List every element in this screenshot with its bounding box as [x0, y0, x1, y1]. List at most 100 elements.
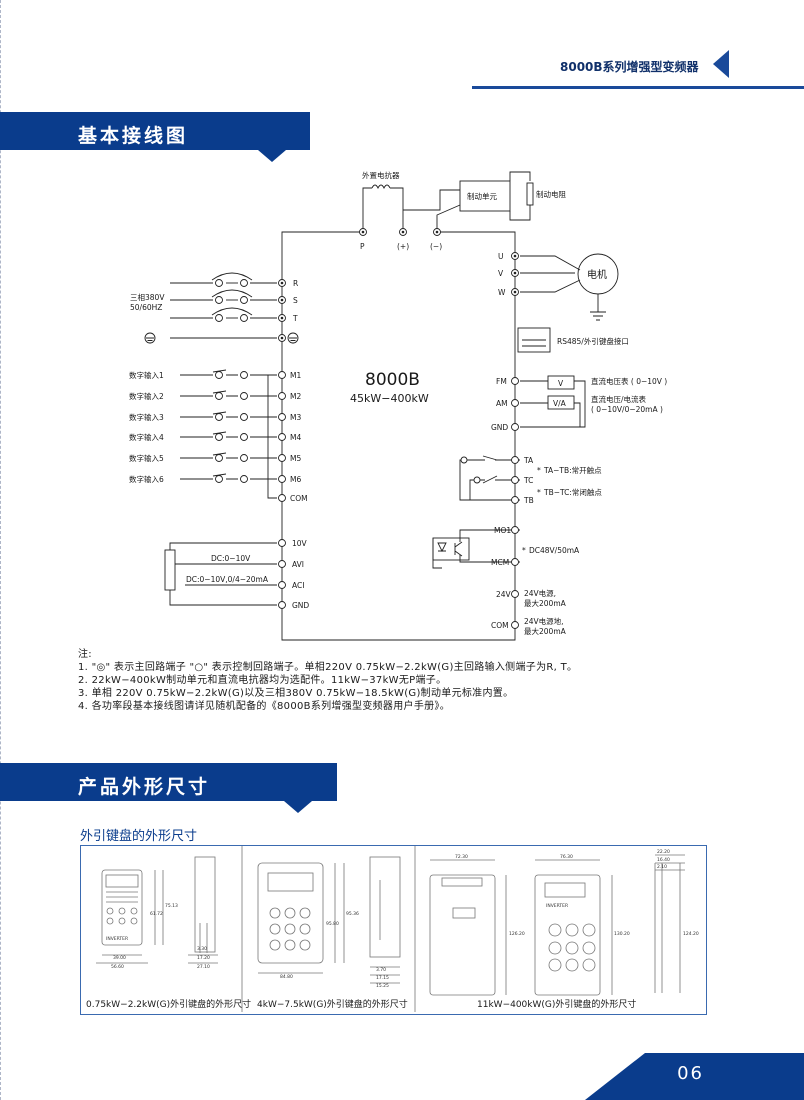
terminal-mo1: MO1 — [494, 526, 511, 535]
mo-rating-label: DC48V/50mA — [529, 546, 580, 555]
dim-label: 84.80 — [280, 974, 293, 980]
supply-24v-limit: 最大200mA — [524, 598, 567, 608]
terminal-label: GND — [292, 601, 309, 610]
reactor-label: 外置电抗器 — [362, 170, 400, 180]
meter-v-label: V — [558, 379, 564, 388]
terminal-label: M6 — [290, 475, 301, 484]
terminal-minus: (−) — [430, 242, 442, 251]
dim-label: 61.72 — [150, 911, 163, 917]
relay-no-label: TA−TB:常开触点 — [543, 465, 602, 475]
terminal-v: V — [498, 269, 504, 278]
terminal-label: COM — [290, 494, 308, 503]
dimensions-subtitle: 外引键盘的外形尺寸 — [80, 829, 198, 844]
keypad-brand-label: INVERTER — [546, 903, 568, 909]
keypad-dimension-drawings: 39.00 56.60 17.20 3.30 27.10 75.13 61.72… — [96, 846, 699, 1012]
earth-icon — [144, 332, 299, 344]
brake-resistor-label: 制动电阻 — [536, 189, 566, 199]
dim-label: 15.25 — [376, 983, 389, 989]
terminal-label: M2 — [290, 392, 301, 401]
supply-com-limit: 最大200mA — [524, 626, 567, 636]
dim-label: 3.30 — [197, 946, 207, 952]
digital-input-label: 数字输入6 — [129, 474, 164, 484]
dim-label: 72.30 — [455, 854, 468, 860]
section-title-wiring: 基本接线图 — [78, 125, 189, 147]
power-freq-label: 50/60HZ — [130, 303, 162, 312]
power-range: 45kW−400kW — [350, 392, 429, 405]
terminal-r: R — [293, 279, 298, 288]
dim-label: 39.00 — [113, 955, 126, 961]
terminal-s: S — [293, 296, 298, 305]
note-line: 2. 22kW−400kW制动单元和直流电抗器均为选配件。11kW−37kW无P… — [78, 675, 447, 686]
dim-label: 22.20 — [657, 849, 670, 855]
page-footer: 06 — [585, 1053, 804, 1100]
optocoupler-icon — [432, 537, 470, 561]
dimensions-frame — [80, 845, 707, 1015]
terminal-label: M3 — [290, 413, 301, 422]
svg-text:*: * — [537, 488, 541, 497]
dim-label: 130.20 — [614, 931, 630, 937]
section-title-dimensions: 产品外形尺寸 — [78, 776, 211, 798]
banner-tab-icon — [284, 801, 312, 813]
dim-label: 95.36 — [346, 911, 359, 917]
header-rule — [472, 86, 804, 89]
terminal-gnd: GND — [491, 423, 508, 432]
terminal-ta: TA — [523, 456, 534, 465]
keypad-brand-label: INVERTER — [106, 936, 128, 942]
terminal-p: P — [360, 242, 365, 251]
terminal-plus: (+) — [397, 242, 409, 251]
terminal-24v: 24V — [496, 590, 512, 599]
terminal-label: M1 — [290, 371, 301, 380]
terminal-am: AM — [496, 399, 508, 408]
dim-label: 17.15 — [376, 975, 389, 981]
note-line: 1. "◎" 表示主回路端子 "○" 表示控制回路端子。单相220V 0.75k… — [78, 662, 578, 673]
terminal-w: W — [498, 288, 506, 297]
dim-label: 76.30 — [560, 854, 573, 860]
digital-input-label: 数字输入5 — [129, 453, 164, 463]
model-name: 8000B — [365, 370, 420, 390]
aci-range-label: DC:0−10V,0/4−20mA — [186, 575, 269, 584]
notes-title: 注: — [78, 649, 92, 660]
terminal-label: M4 — [290, 433, 301, 442]
digital-input-label: 数字输入4 — [129, 432, 164, 442]
dim-label: 3.70 — [376, 967, 386, 973]
page-margin-line — [0, 0, 1, 1100]
header-arrow-icon — [713, 50, 729, 78]
ammeter-label: 直流电压/电流表 — [591, 394, 647, 404]
dimension-caption: 0.75kW−2.2kW(G)外引键盘的外形尺寸 — [86, 1000, 252, 1010]
series-title: 8000B系列增强型变频器 — [560, 60, 699, 74]
note-line: 4. 各功率段基本接线图请详见随机配备的《8000B系列增强型变频器用户手册》。 — [78, 701, 451, 712]
ammeter-range-label: ( 0−10V/0−20mA ) — [591, 405, 663, 414]
dim-label: 16.40 — [657, 857, 670, 863]
dimension-caption: 4kW−7.5kW(G)外引键盘的外形尺寸 — [257, 1000, 408, 1010]
brake-unit-label: 制动单元 — [467, 191, 497, 201]
dim-label: 95.80 — [326, 921, 339, 927]
dim-label: 75.13 — [165, 903, 178, 909]
digital-input-label: 数字输入1 — [129, 370, 164, 380]
terminal-tc: TC — [523, 476, 533, 485]
rs485-label: RS485/外引键盘接口 — [557, 336, 629, 346]
dim-label: 17.20 — [197, 955, 210, 961]
section-banner-dimensions: 产品外形尺寸 — [0, 763, 337, 801]
supply-24v-label: 24V电源, — [524, 588, 556, 598]
power-label: 三相380V — [130, 292, 165, 302]
dim-label: 126.20 — [509, 931, 525, 937]
relay-nc-label: TB−TC:常闭触点 — [543, 487, 602, 497]
motor-label: 电机 — [587, 268, 607, 281]
section-banner-wiring: 基本接线图 — [0, 112, 310, 150]
terminal-t: T — [292, 314, 298, 323]
notes: 注: 1. "◎" 表示主回路端子 "○" 表示控制回路端子。单相220V 0.… — [78, 648, 577, 713]
terminal-label: M5 — [290, 454, 301, 463]
page-number: 06 — [677, 1063, 704, 1084]
voltmeter-label: 直流电压表 ( 0−10V ) — [591, 376, 667, 386]
terminal-label: ACI — [292, 581, 304, 590]
dim-label: 2.10 — [657, 864, 667, 870]
dim-label: 56.60 — [111, 964, 124, 970]
digital-input-label: 数字输入2 — [129, 391, 164, 401]
svg-text:*: * — [537, 466, 541, 475]
terminal-tb: TB — [523, 496, 534, 505]
terminal-label: AVI — [292, 560, 304, 569]
digital-input-label: 数字输入3 — [129, 412, 164, 422]
dimension-caption: 11kW−400kW(G)外引键盘的外形尺寸 — [477, 1000, 637, 1010]
note-line: 3. 单相 220V 0.75kW−2.2kW(G)以及三相380V 0.75k… — [78, 688, 514, 699]
terminal-fm: FM — [496, 377, 507, 386]
